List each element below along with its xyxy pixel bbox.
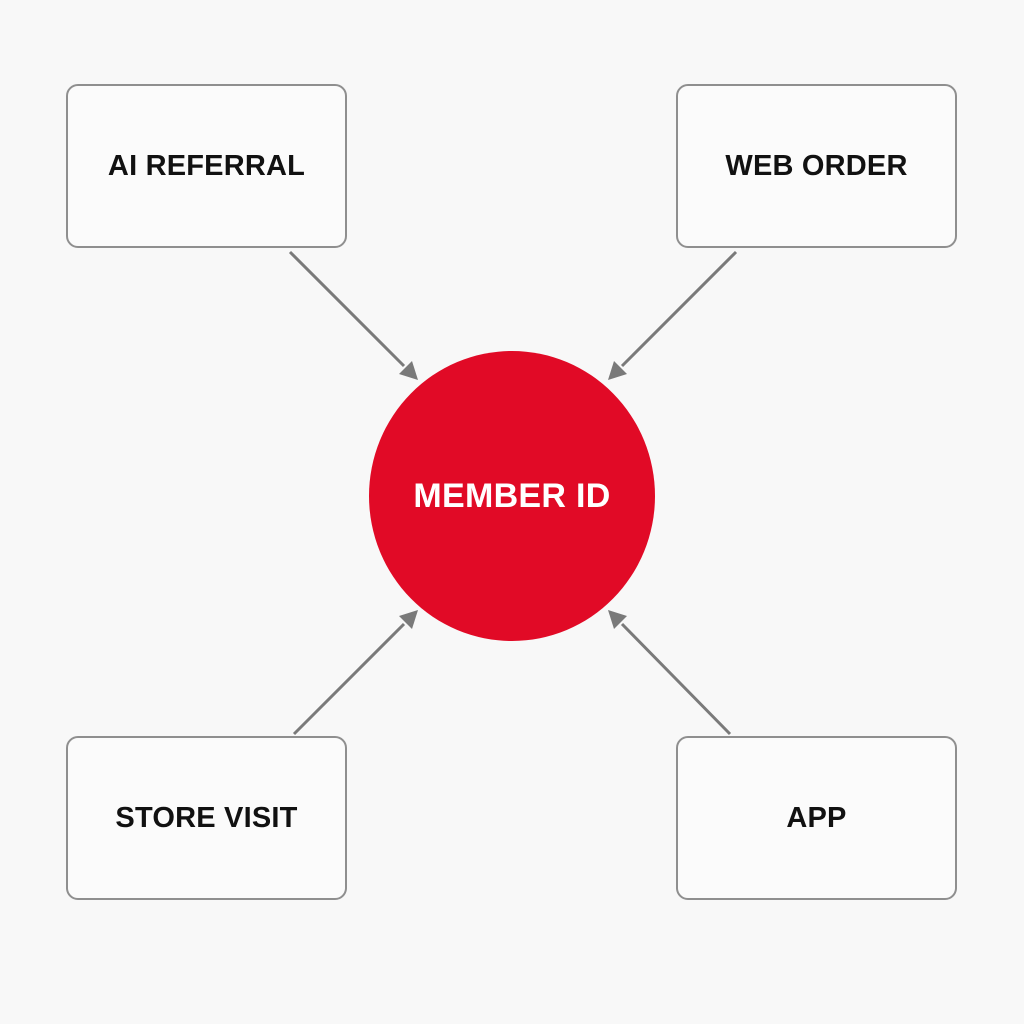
ai-referral-box: AI REFERRAL xyxy=(66,84,347,248)
arrow-app-to-member-id xyxy=(608,610,732,736)
store-visit-box: STORE VISIT xyxy=(66,736,347,900)
arrow-ai-referral-to-member-id xyxy=(288,250,418,380)
arrow-web-order-to-member-id xyxy=(608,250,738,380)
arrow-store-visit-to-member-id xyxy=(292,610,418,736)
web-order-box: WEB ORDER xyxy=(676,84,957,248)
web-order-label: WEB ORDER xyxy=(725,149,908,182)
member-id-hub: MEMBER ID xyxy=(369,351,655,641)
app-label: APP xyxy=(786,801,847,834)
store-visit-label: STORE VISIT xyxy=(115,801,298,834)
member-id-label: MEMBER ID xyxy=(413,476,611,515)
app-box: APP xyxy=(676,736,957,900)
ai-referral-label: AI REFERRAL xyxy=(107,149,306,182)
